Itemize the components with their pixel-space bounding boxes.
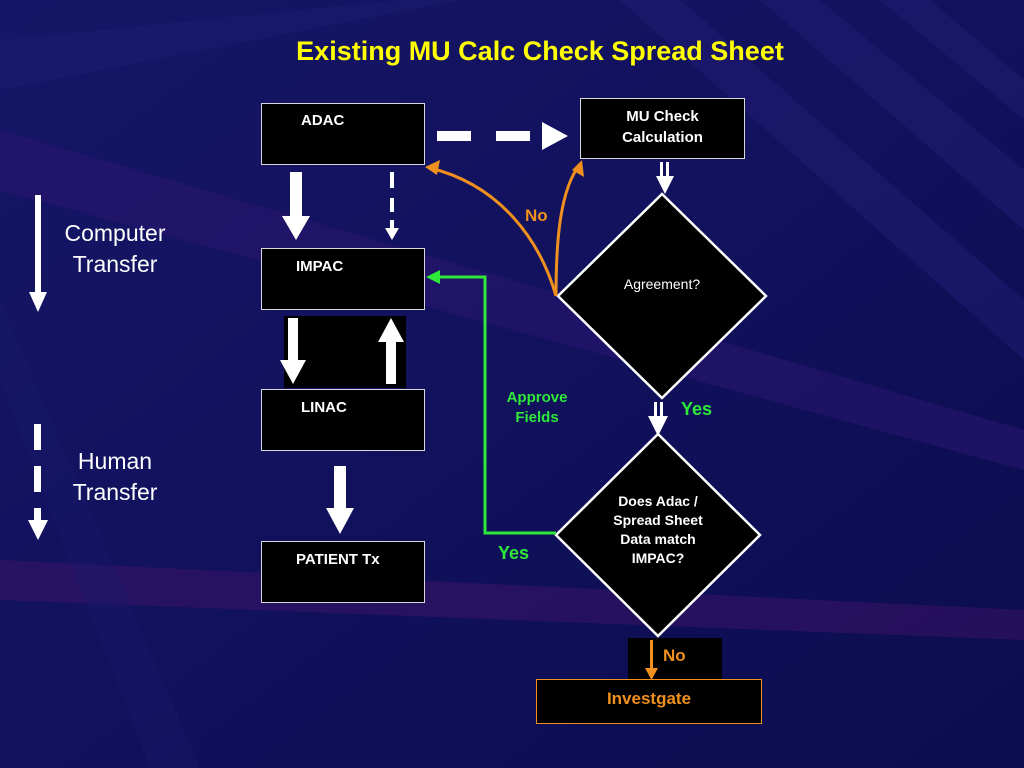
agreement-decision [556,192,768,400]
adac-box: ADAC [261,103,425,165]
no-to-mucheck-curve [554,163,582,297]
approve-fields-label: Approve Fields [506,389,568,426]
mu-check-box: MU Check Calculation [580,98,745,159]
no-label-panel [628,638,722,680]
impac-to-linac-arrow [280,318,306,384]
adac-label: ADAC [301,112,345,129]
agreement-label: Agreement? [623,276,701,292]
page-title: Existing MU Calc Check Spread Sheet [296,36,784,66]
linac-label: LINAC [301,399,347,416]
impac-box: IMPAC [261,248,425,310]
patient-tx-label: PATIENT Tx [296,551,380,568]
adac-to-impac-dashed-arrow [385,172,399,240]
datamatch-decision [554,432,762,638]
adac-to-impac-arrow [282,172,310,240]
no-to-investigate-line [650,640,653,670]
linac-to-patient-arrow [326,466,354,534]
legend-computer-transfer: Computer Transfer [64,220,166,277]
yes-to-impac-line [436,275,556,535]
no-top-label: No [525,206,548,225]
agreement-to-datamatch-arrow [648,402,668,436]
patient-tx-box: PATIENT Tx [261,541,425,603]
mu-check-label: MU Check Calculation [622,108,703,146]
legend-human-transfer: Human Transfer [72,448,158,505]
no-to-adac-curve [429,166,558,297]
yes-agreement-label: Yes [681,399,713,419]
legend-solid-arrow [29,195,47,312]
mucheck-to-agreement-arrow [656,162,674,194]
linac-to-impac-arrow [378,318,404,384]
datamatch-label: Does Adac / Spread Sheet Data match IMPA… [613,493,703,566]
adac-to-mucheck-dashed-arrow [437,122,568,150]
legend-dashed-arrow [28,424,48,540]
no-bottom-label: No [663,646,686,665]
investigate-label: Investgate [606,689,692,708]
impac-label: IMPAC [296,258,344,275]
yes-match-label: Yes [498,543,530,563]
investigate-box: Investgate [536,679,762,724]
linac-box: LINAC [261,389,425,451]
